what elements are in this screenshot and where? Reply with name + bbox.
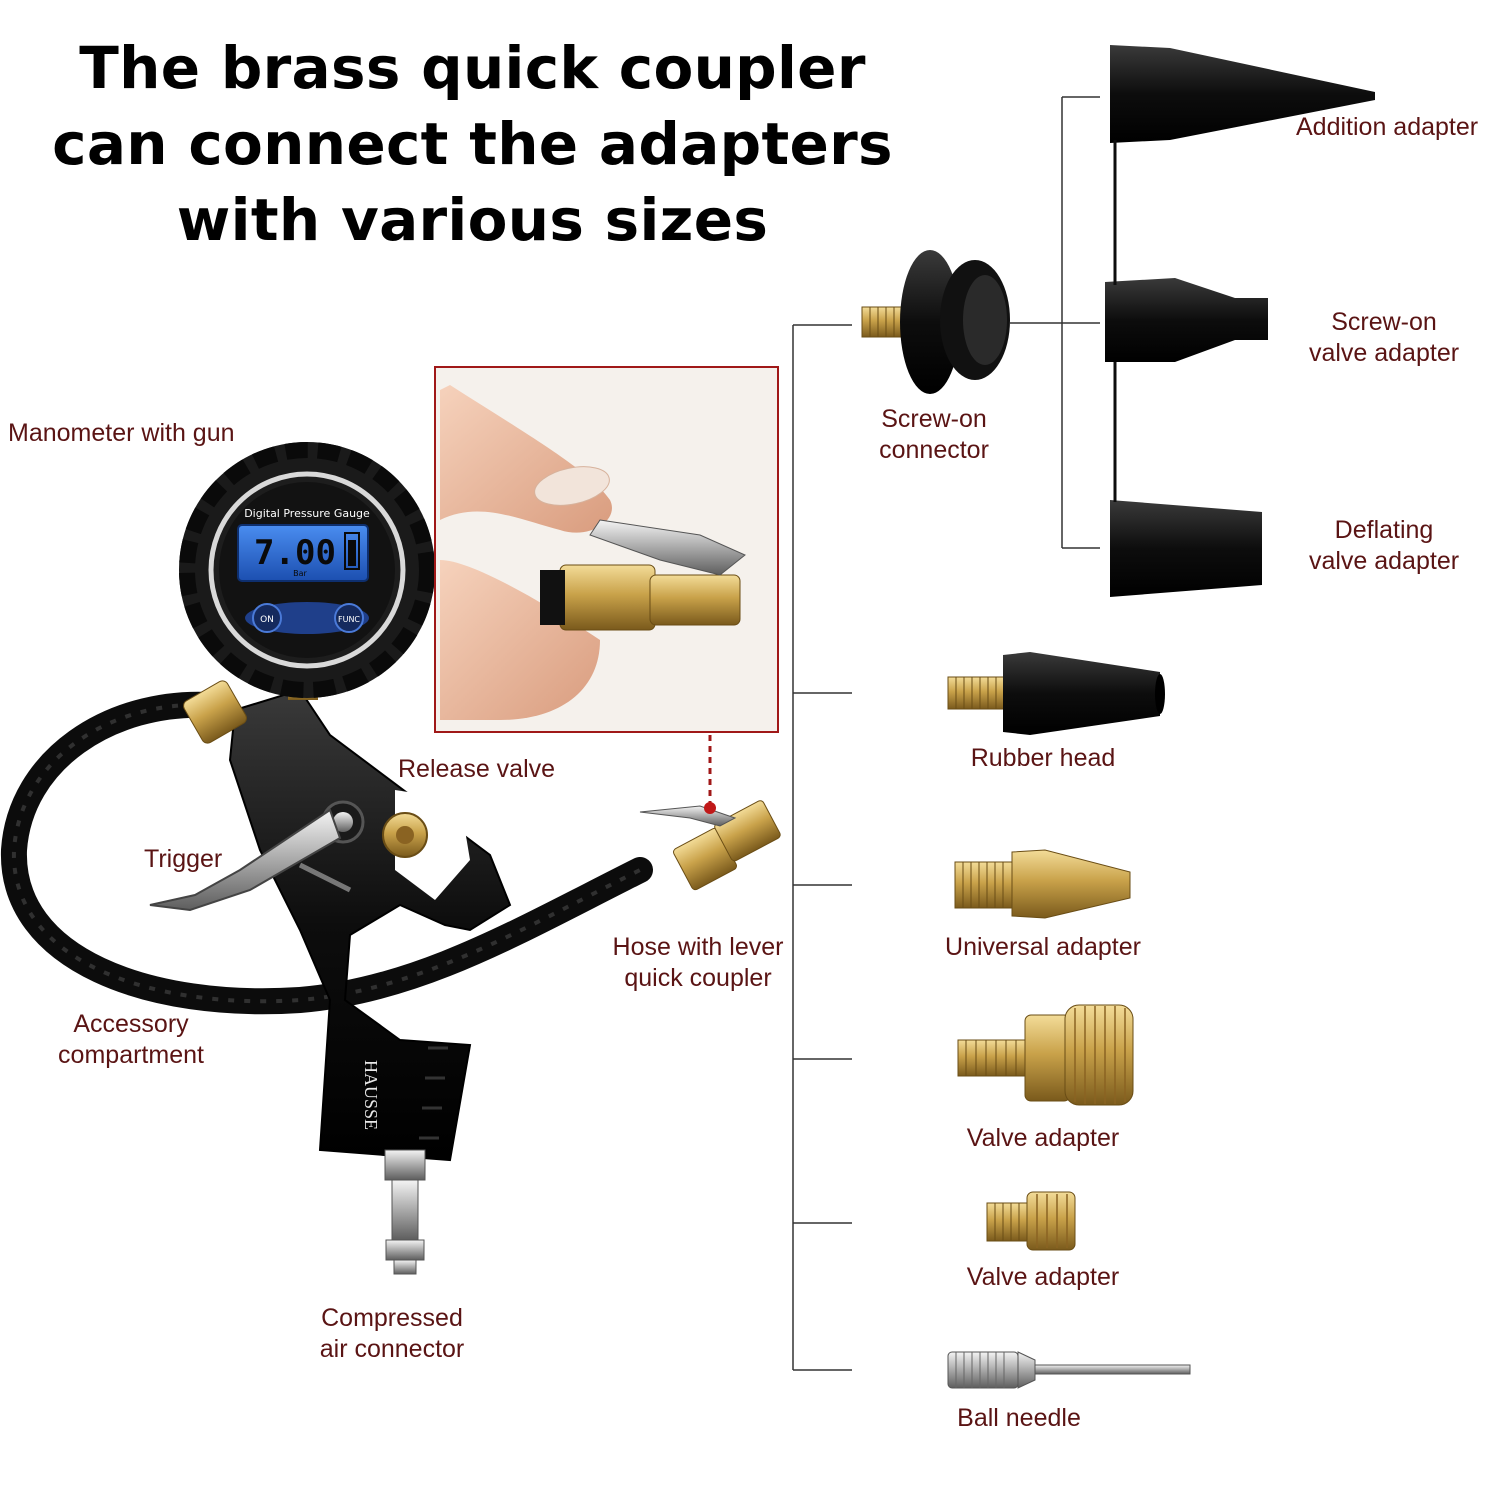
label-accessory-compartment: Accessory compartment: [58, 1009, 204, 1071]
label-compressed-air-connector: Compressed air connector: [320, 1303, 465, 1365]
on-button: [252, 603, 282, 633]
label-valve-adapter-2: Valve adapter: [966, 1263, 1120, 1291]
label-accessory-line-2: compartment: [58, 1041, 204, 1069]
label-ball-needle: Ball needle: [957, 1404, 1081, 1432]
label-deflating-valve-adapter: Deflating valve adapter: [1309, 515, 1459, 577]
label-rubber-head: Rubber head: [970, 744, 1116, 772]
trigger-lever: [149, 808, 352, 912]
lever-quick-coupler: [639, 800, 781, 891]
bracket-lines: [792, 96, 1100, 1371]
label-universal-adapter: Universal adapter: [945, 933, 1141, 961]
label-accessory-line-1: Accessory: [73, 1010, 189, 1038]
label-screw-valve-line-1: Screw-on: [1331, 308, 1437, 336]
headline: The brass quick coupler can connect the …: [0, 30, 945, 258]
headline-line-2: can connect the adapters: [52, 110, 893, 178]
universal-adapter: [954, 849, 1131, 919]
valve-adapter-small: [986, 1191, 1076, 1251]
label-hose: Hose with lever quick coupler: [613, 932, 784, 994]
on-button-label: ON: [260, 615, 274, 625]
label-screw-conn-line-2: connector: [879, 436, 989, 464]
label-compressed-line-1: Compressed: [321, 1304, 463, 1332]
release-valve-callout: [434, 366, 779, 814]
lcd-screen: [237, 524, 369, 582]
label-trigger: Trigger: [144, 845, 223, 873]
air-hose: [0, 691, 653, 1015]
inflator-gun: HAUSSE: [183, 680, 512, 1275]
lcd-reading: 7.00: [254, 533, 336, 573]
label-deflating-line-2: valve adapter: [1308, 547, 1460, 575]
brand-text: HAUSSE: [361, 1060, 381, 1130]
gauge-title: Digital Pressure Gauge: [244, 507, 370, 520]
label-hose-line-1: Hose with lever: [612, 933, 784, 961]
headline-line-3: with various sizes: [176, 186, 769, 254]
label-deflating-line-1: Deflating: [1334, 516, 1434, 544]
addition-adapter: [1110, 45, 1375, 143]
pressure-gauge: Digital Pressure Gauge 7.00 Bar ON FUNC: [179, 442, 435, 698]
screw-on-valve-adapter: [1105, 278, 1268, 362]
func-button: [334, 603, 364, 633]
label-manometer: Manometer with gun: [8, 419, 235, 447]
label-screw-on-connector: Screw-on connector: [879, 404, 989, 466]
screw-on-connector: [861, 250, 1010, 394]
label-screw-on-valve-adapter: Screw-on valve adapter: [1309, 307, 1459, 369]
ball-needle: [947, 1351, 1191, 1389]
lcd-unit: Bar: [293, 569, 307, 578]
deflating-valve-adapter: [1110, 500, 1262, 597]
headline-line-1: The brass quick coupler: [79, 34, 866, 102]
label-valve-adapter-1: Valve adapter: [966, 1124, 1120, 1152]
label-screw-valve-line-2: valve adapter: [1308, 339, 1460, 367]
valve-adapter-large: [957, 1004, 1134, 1106]
func-button-label: FUNC: [338, 615, 360, 624]
label-addition-adapter: Addition adapter: [1296, 113, 1479, 141]
label-screw-conn-line-1: Screw-on: [881, 405, 987, 433]
rubber-head: [947, 652, 1165, 735]
label-hose-line-2: quick coupler: [624, 964, 772, 992]
label-compressed-line-2: air connector: [319, 1335, 465, 1363]
label-release-valve: Release valve: [398, 755, 556, 783]
